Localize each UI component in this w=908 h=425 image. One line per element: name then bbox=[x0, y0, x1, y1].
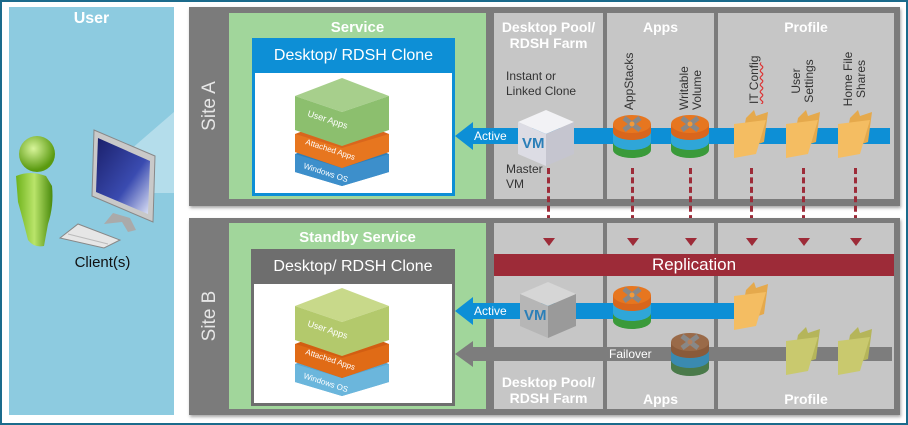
writable-volume-label: Writable Volume bbox=[677, 66, 704, 110]
site-a-vm-badge: VM bbox=[522, 135, 545, 152]
site-a-apps-title: Apps bbox=[643, 19, 678, 35]
site-b-pool-title-line2: RDSH Farm bbox=[509, 390, 588, 406]
site-b-vm-cube-icon: VM bbox=[520, 282, 576, 338]
site-a-service-title: Service bbox=[330, 19, 385, 36]
site-a-label: Site A bbox=[199, 81, 220, 131]
site-a-clone-title: Desktop/ RDSH Clone bbox=[273, 47, 434, 64]
site-b-service-title: Standby Service bbox=[299, 229, 416, 246]
replication-banner: Replication bbox=[494, 254, 894, 276]
site-b-writable-volume-disk-icon bbox=[671, 333, 709, 376]
user-settings-label: User Settings bbox=[789, 59, 816, 103]
site-b-appstacks-disk-icon bbox=[613, 286, 651, 329]
it-config-folder-icon bbox=[734, 110, 768, 158]
client-label: Client(s) bbox=[74, 254, 131, 271]
appstacks-disk-icon bbox=[613, 115, 651, 158]
site-a-active-arrowhead-icon bbox=[455, 122, 473, 150]
site-b-clone-title: Desktop/ RDSH Clone bbox=[273, 258, 433, 275]
it-config-label: IT Config bbox=[747, 55, 761, 104]
master-vm-line1: Master bbox=[506, 162, 543, 176]
site-b-home-shares-folder-icon bbox=[838, 327, 872, 375]
home-file-shares-label: Home File Shares bbox=[841, 51, 868, 107]
site-b-vm-badge: VM bbox=[524, 307, 547, 324]
site-b-it-config-folder-icon bbox=[734, 282, 768, 330]
replication-line-user-settings bbox=[802, 168, 805, 240]
replication-line-home-shares bbox=[854, 168, 857, 240]
site-b-pool-title: Desktop Pool/ RDSH Farm bbox=[494, 374, 603, 406]
user-settings-folder-icon bbox=[786, 110, 820, 158]
site-b-user-settings-folder-icon bbox=[786, 327, 820, 375]
appstacks-label: AppStacks bbox=[622, 52, 636, 110]
site-a-pool-title-line1: Desktop Pool/ bbox=[501, 19, 596, 35]
writable-volume-disk-icon bbox=[671, 115, 709, 158]
site-a-apps-column bbox=[607, 13, 714, 199]
clone-type-line1: Instant or bbox=[506, 69, 557, 83]
site-b-layer-stack-icon: User Apps Attached Apps Windows OS bbox=[295, 288, 389, 396]
failover-label: Failover bbox=[609, 347, 652, 361]
replication-line-appstacks bbox=[631, 168, 634, 240]
site-a-profile-column bbox=[718, 13, 894, 199]
site-a-clone-type: Instant or Linked Clone bbox=[506, 69, 576, 99]
user-person-icon bbox=[16, 136, 55, 247]
replication-line-vm bbox=[547, 168, 550, 240]
site-b-pool-title-line1: Desktop Pool/ bbox=[501, 374, 596, 390]
site-b-profile-title: Profile bbox=[784, 391, 828, 407]
site-b-active-label: Active bbox=[474, 304, 507, 318]
site-a-master-vm: Master VM bbox=[506, 162, 543, 192]
home-file-shares-folder-icon bbox=[838, 110, 872, 158]
site-a-layer-stack-icon: User Apps Attached Apps Windows OS bbox=[295, 78, 389, 186]
site-b-active-bar bbox=[470, 303, 742, 319]
site-b-active-arrowhead-icon bbox=[455, 297, 473, 325]
clone-type-line2: Linked Clone bbox=[506, 84, 577, 98]
client-computer-icon bbox=[58, 129, 156, 249]
master-vm-line2: VM bbox=[506, 177, 524, 191]
replication-line-writable bbox=[689, 168, 692, 240]
user-title: User bbox=[73, 10, 110, 27]
site-a-pool-title-line2: RDSH Farm bbox=[509, 35, 588, 51]
site-a-active-label: Active bbox=[474, 129, 507, 143]
replication-line-it-config bbox=[750, 168, 753, 240]
site-a-profile-title: Profile bbox=[784, 19, 828, 35]
site-b-label: Site B bbox=[199, 290, 220, 342]
site-b-apps-title: Apps bbox=[643, 391, 678, 407]
site-a-vm-cube-icon: VM bbox=[518, 110, 574, 166]
site-a-pool-title: Desktop Pool/ RDSH Farm bbox=[494, 19, 603, 51]
failover-arrowhead-icon bbox=[455, 341, 473, 367]
